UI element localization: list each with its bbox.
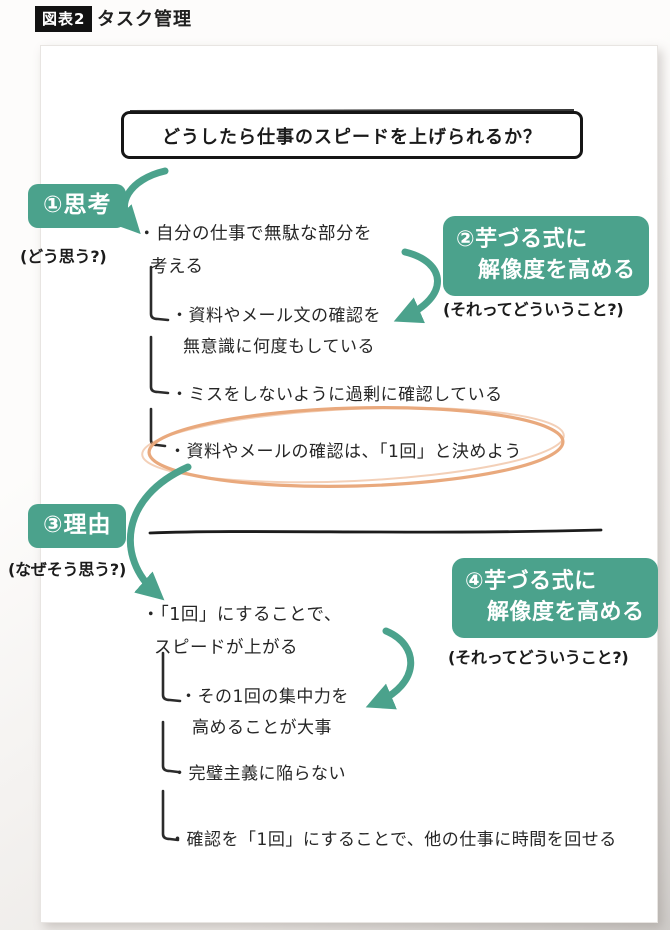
tree-item: ・その1回の集中力を 高めることが大事 [180, 687, 349, 738]
badge-2-line1: ②芋づる式に [456, 227, 588, 252]
note-4-drilldown: (それってどういうこと?) [448, 648, 629, 667]
badge-4-line1: ④芋づる式に [465, 569, 597, 594]
tree-item: ・確認を「1回」にすることで、他の仕事に時間を回せる [169, 830, 617, 850]
badge-4-line2: 解像度を高める [487, 600, 645, 625]
badge-3-reason: ③理由 [28, 504, 127, 549]
badge-1-thought: ①思考 [28, 184, 127, 229]
bullet-main-reason: ・「1回」にすることで、 スピードが上がる [142, 605, 342, 658]
note-2-drilldown: (それってどういうこと?) [443, 300, 624, 319]
figure-number-badge: 図表2 [35, 6, 93, 32]
tree-item-highlighted: ・資料やメールの確認は、「1回」と決めよう [169, 442, 522, 462]
badge-4-drilldown: ④芋づる式に 解像度を高める [452, 558, 658, 638]
tree-item: ・ミスをしないように過剰に確認している [171, 385, 503, 405]
tree-item: ・資料やメール文の確認を 無意識に何度もしている [171, 306, 381, 357]
badge-2-drilldown: ②芋づる式に 解像度を高める [443, 216, 649, 296]
badge-2-line2: 解像度を高める [478, 258, 636, 283]
diagram-card [40, 45, 658, 923]
figure-title: タスク管理 [97, 9, 192, 30]
note-1-thought: (どう思う?) [20, 247, 107, 266]
note-3-reason: (なぜそう思う?) [8, 560, 127, 579]
question-box-text: どうしたら仕事のスピードを上げられるか？ [162, 127, 542, 148]
bullet-main-thought: ・自分の仕事で無駄な部分を 考える [138, 224, 372, 277]
tree-item: ・完璧主義に陥らない [171, 764, 346, 784]
